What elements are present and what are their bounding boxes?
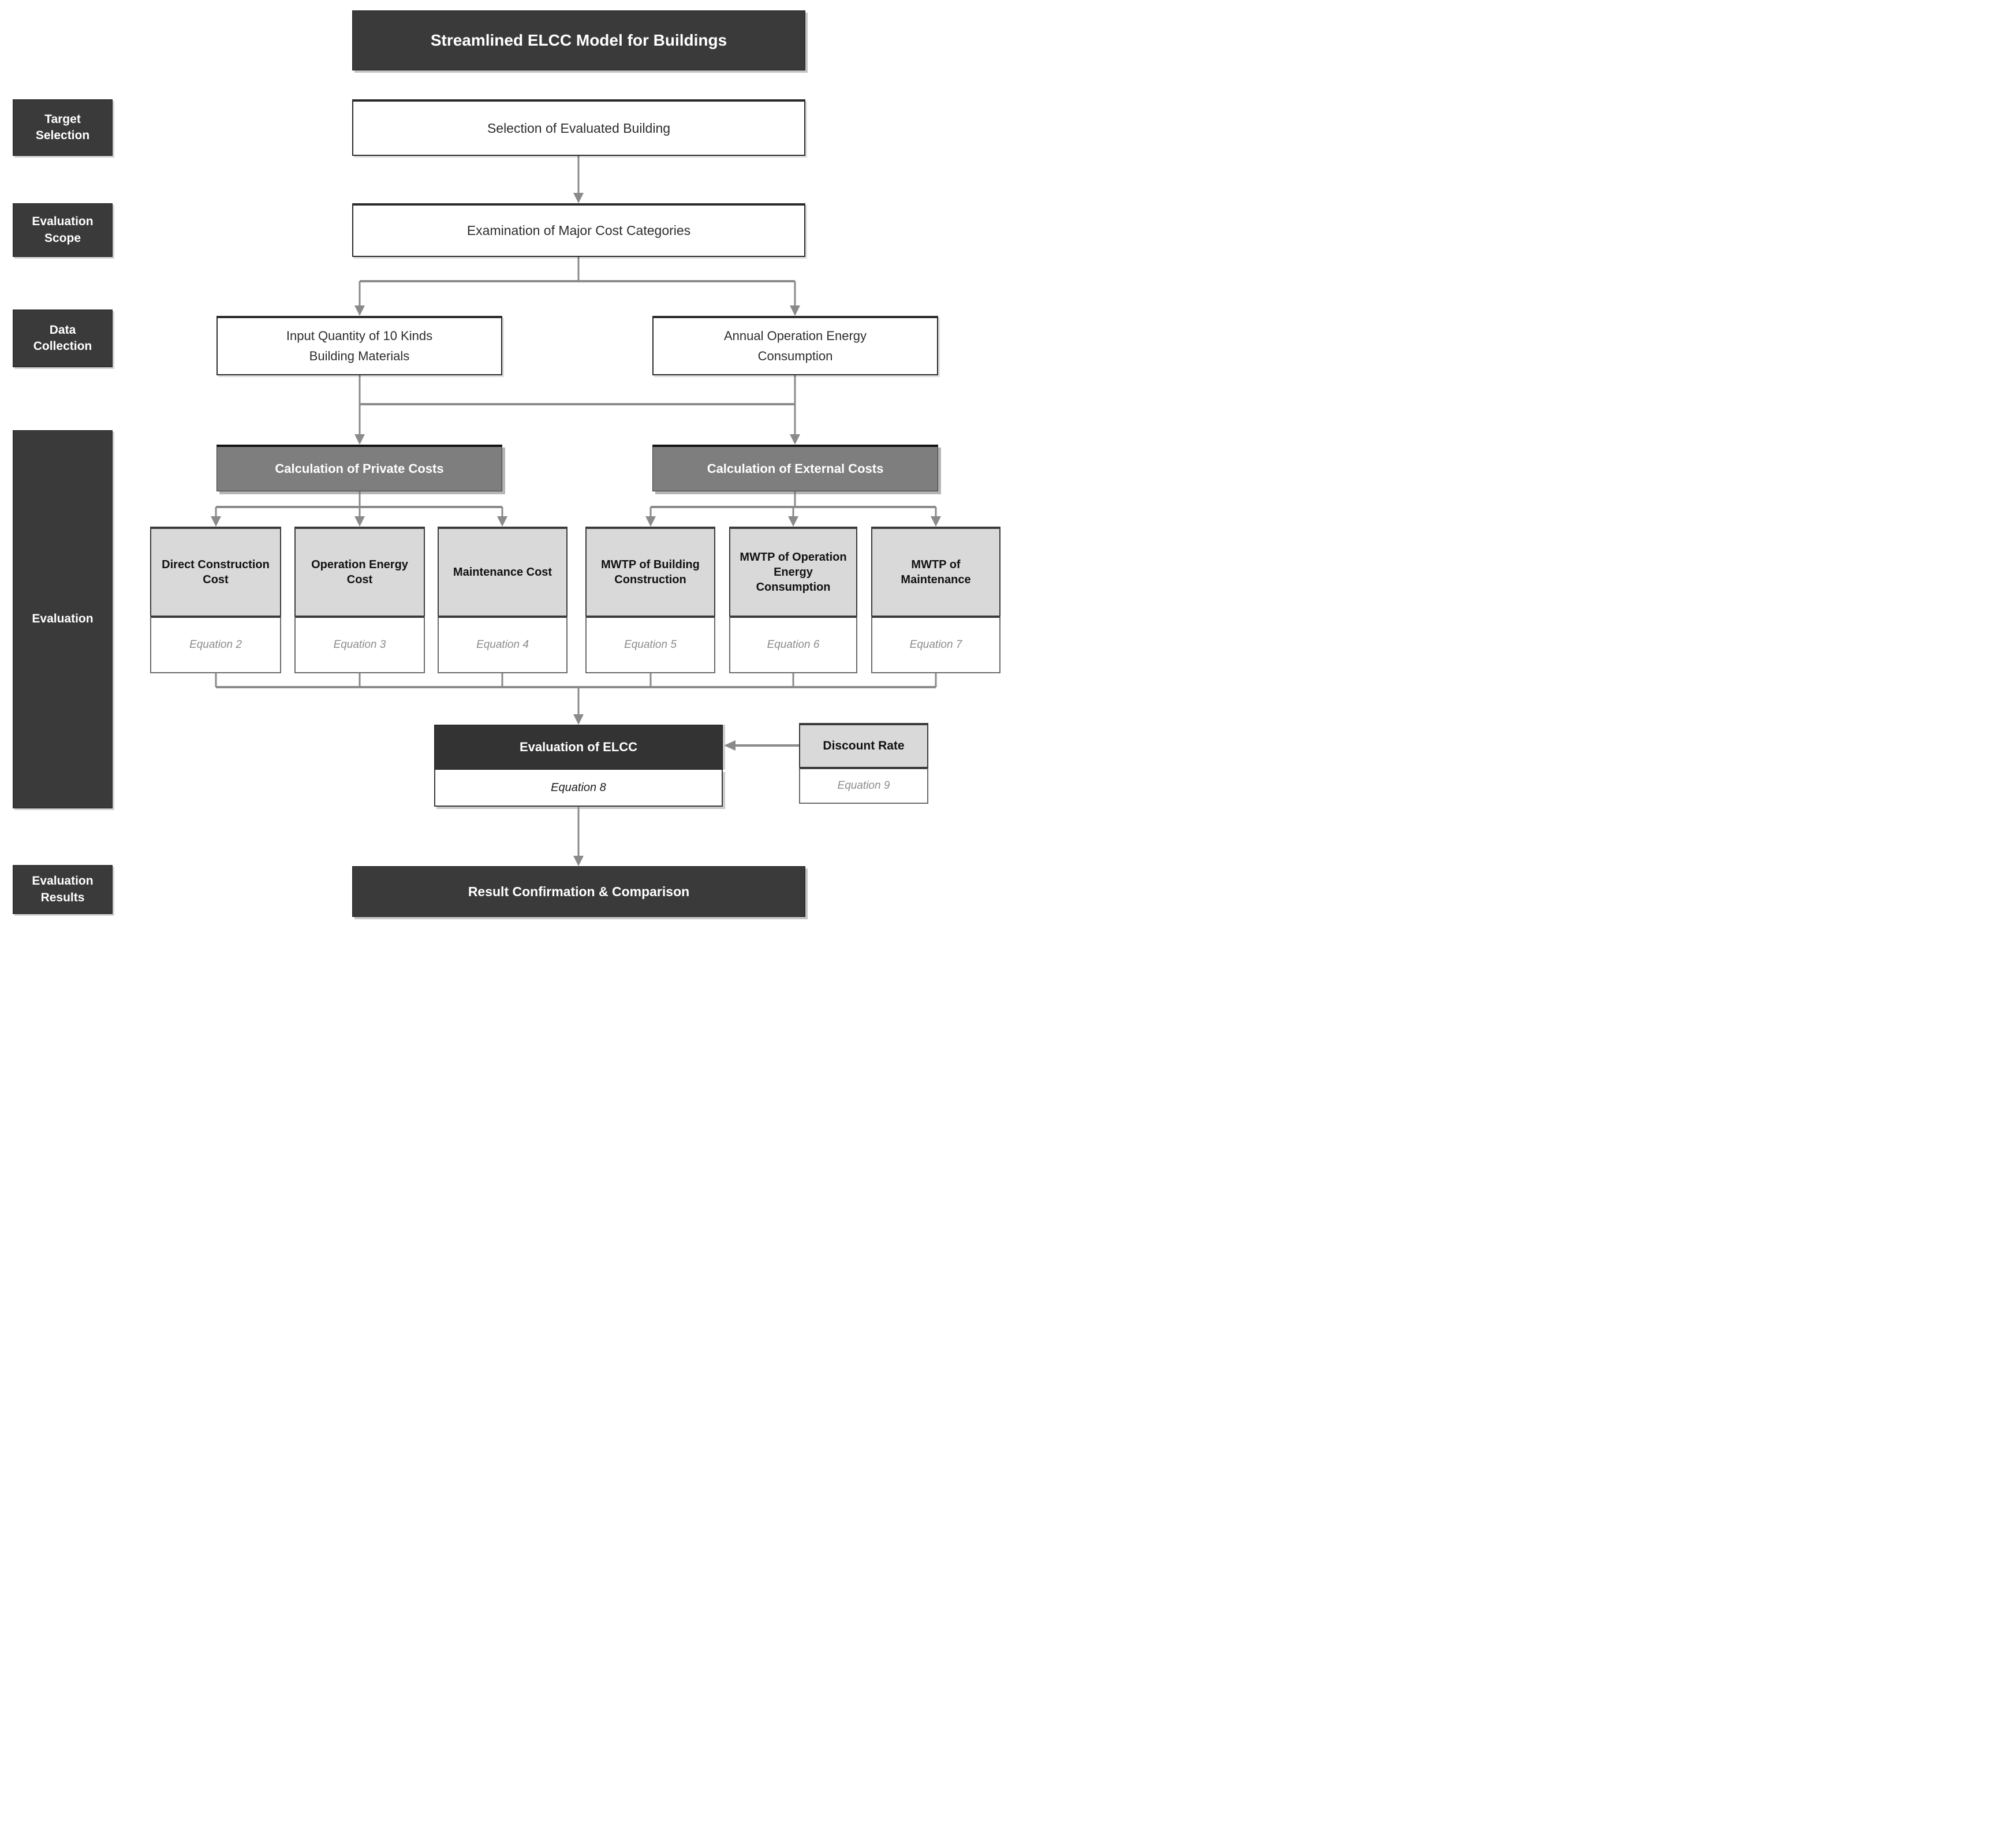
equation-strip: Equation 8 (434, 770, 723, 807)
equation-label: Equation 4 (476, 639, 529, 651)
cost-label: Maintenance Cost (453, 566, 552, 579)
diagram-title-label: Streamlined ELCC Model for Buildings (430, 31, 727, 49)
step-annual-operation-energy-consumption: Annual Operation Energy Consumption (652, 316, 938, 375)
step-calculation-private-costs: Calculation of Private Costs (216, 445, 502, 491)
equation-label: Equation 8 (551, 781, 606, 794)
step-examination-of-major-cost-categories: Examination of Major Cost Categories (352, 203, 805, 257)
step-label: Result Confirmation & Comparison (468, 883, 690, 899)
cost-box-mwtp-maintenance: MWTP of Maintenance Equation 7 (871, 527, 1000, 673)
cost-label: MWTP of Building Construction (601, 558, 700, 586)
cost-box-mwtp-operation-energy: MWTP of Operation Energy Consumption Equ… (729, 527, 857, 673)
step-label: Annual Operation Energy Consumption (723, 329, 867, 363)
stage-label: Evaluation Scope (32, 215, 94, 245)
cost-box-header: Direct Construction Cost (150, 527, 281, 616)
input-discount-rate: Discount Rate Equation 9 (799, 723, 928, 804)
connector-layer (211, 156, 941, 866)
connector-examination-split (354, 257, 800, 316)
cost-label: Direct Construction Cost (162, 558, 270, 586)
step-label: Selection of Evaluated Building (487, 120, 671, 136)
cost-box-header: MWTP of Maintenance (871, 527, 1000, 616)
step-label: Evaluation of ELCC (519, 739, 638, 754)
equation-label: Equation 7 (909, 639, 962, 651)
equation-label: Equation 6 (767, 639, 820, 651)
cost-label: MWTP of Maintenance (901, 558, 971, 586)
equation-label: Equation 3 (333, 639, 386, 651)
cost-box-direct-construction: Direct Construction Cost Equation 2 (150, 527, 281, 673)
sidebar-stage-data-collection: Data Collection (13, 310, 113, 367)
discount-rate-header: Discount Rate (799, 723, 928, 767)
connector-collector-to-elcc (215, 673, 937, 725)
arrow-selection-to-examination (573, 156, 584, 203)
sidebar-stage-evaluation: Evaluation (13, 430, 113, 808)
equation-strip: Equation 3 (294, 616, 425, 673)
sidebar-stage-evaluation-scope: Evaluation Scope (13, 203, 113, 257)
step-label: Input Quantity of 10 Kinds Building Mate… (286, 329, 433, 363)
connector-data-to-calculations (354, 375, 800, 445)
equation-label: Equation 5 (624, 639, 677, 651)
cost-label: MWTP of Operation Energy Consumption (740, 551, 847, 594)
stage-label: Evaluation (32, 612, 94, 626)
equation-strip: Equation 7 (871, 616, 1000, 673)
connector-private-distribution (211, 491, 507, 527)
arrow-elcc-to-result (573, 807, 584, 866)
flowchart-canvas: Streamlined ELCC Model for Buildings Tar… (0, 0, 1008, 921)
sidebar-stage-evaluation-results: Evaluation Results (13, 865, 113, 914)
equation-strip: Equation 9 (799, 767, 928, 804)
equation-strip: Equation 2 (150, 616, 281, 673)
step-selection-of-evaluated-building: Selection of Evaluated Building (352, 99, 805, 156)
step-result-confirmation-comparison: Result Confirmation & Comparison (352, 866, 805, 917)
cost-box-header: MWTP of Building Construction (585, 527, 715, 616)
stage-label: Target Selection (35, 112, 90, 142)
connector-external-distribution (645, 491, 941, 527)
equation-strip: Equation 5 (585, 616, 715, 673)
stage-label: Data Collection (33, 323, 92, 353)
step-label: Examination of Major Cost Categories (466, 223, 691, 238)
cost-box-header: Maintenance Cost (438, 527, 568, 616)
cost-label: Operation Energy Cost (311, 558, 408, 586)
equation-label: Equation 9 (837, 780, 890, 792)
sidebar-stage-target-selection: Target Selection (13, 99, 113, 156)
step-evaluation-of-elcc: Evaluation of ELCC Equation 8 (434, 725, 723, 807)
stage-label: Evaluation Results (32, 874, 94, 904)
step-label: Calculation of External Costs (707, 461, 884, 476)
cost-box-header: MWTP of Operation Energy Consumption (729, 527, 857, 616)
cost-box-operation-energy: Operation Energy Cost Equation 3 (294, 527, 425, 673)
equation-strip: Equation 4 (438, 616, 568, 673)
step-calculation-external-costs: Calculation of External Costs (652, 445, 938, 491)
cost-box-header: Operation Energy Cost (294, 527, 425, 616)
cost-box-maintenance: Maintenance Cost Equation 4 (438, 527, 568, 673)
arrow-discount-to-elcc (724, 740, 799, 751)
diagram-title: Streamlined ELCC Model for Buildings (352, 10, 805, 70)
cost-box-mwtp-building-construction: MWTP of Building Construction Equation 5 (585, 527, 715, 673)
step-label: Discount Rate (823, 739, 905, 753)
equation-strip: Equation 6 (729, 616, 857, 673)
equation-label: Equation 2 (189, 639, 242, 651)
elcc-header: Evaluation of ELCC (434, 725, 723, 770)
step-label: Calculation of Private Costs (275, 461, 444, 476)
step-input-quantity-building-materials: Input Quantity of 10 Kinds Building Mate… (216, 316, 502, 375)
